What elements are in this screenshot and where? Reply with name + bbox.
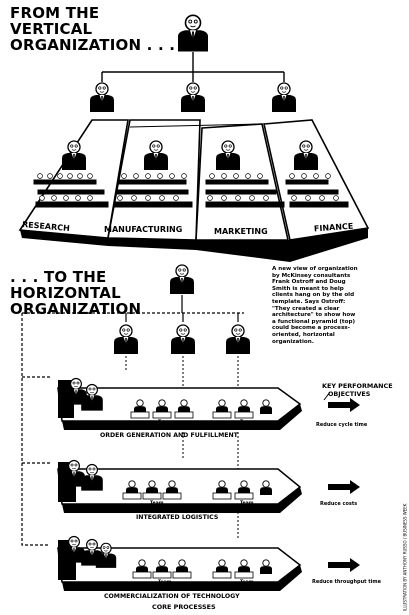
- top-title-line-2: VERTICAL: [10, 20, 93, 38]
- caption-block: A new view of organization by McKinsey c…: [272, 266, 358, 345]
- objective-label: Reduce cycle time: [316, 422, 368, 428]
- caption-line: A new view of organization: [272, 266, 358, 272]
- process-owners-label: Process owners: [76, 422, 117, 427]
- process-name: COMMERCIALIZATION OF TECHNOLOGY: [104, 593, 240, 600]
- objectives-title-line-2: OBJECTIVES: [328, 390, 371, 398]
- caption-line: could become a process-: [272, 325, 350, 332]
- process-owners-label: Process owners: [76, 505, 117, 510]
- top-title-line-3: ORGANIZATION . . .: [10, 36, 176, 54]
- core-processes-footer: CORE PROCESSES: [152, 603, 216, 611]
- dept-label-marketing: MARKETING: [214, 227, 268, 236]
- caption-line: organization.: [272, 338, 314, 345]
- team-label: Team: [240, 580, 254, 585]
- caption-line: a functional pyramid (top): [272, 318, 356, 325]
- team-label: Team: [158, 420, 172, 425]
- objective-label: Reduce costs: [320, 501, 358, 507]
- caption-line: Smith is meant to help: [272, 285, 344, 292]
- team-label: Team: [240, 420, 254, 425]
- objective-label: Reduce throughput time: [312, 579, 381, 585]
- caption-line: by McKinsey consultants: [272, 272, 351, 279]
- dept-label-manufacturing: MANUFACTURING: [104, 225, 183, 234]
- caption-line: clients hang on by the old: [272, 292, 355, 299]
- process-owners-label: Process owners: [72, 583, 113, 588]
- team-label: Team: [240, 501, 254, 506]
- team-label: Team: [150, 501, 164, 506]
- process-name: INTEGRATED LOGISTICS: [136, 514, 219, 521]
- caption-line: architecture" to show how: [272, 312, 356, 319]
- caption-line: "They created a clear: [272, 305, 340, 312]
- team-label: Team: [158, 580, 172, 585]
- top-title-line-1: FROM THE: [10, 4, 100, 22]
- caption-line: oriented, horizontal: [272, 331, 335, 338]
- bottom-title-line-3: ORGANIZATION: [10, 300, 142, 318]
- process-name: ORDER GENERATION AND FULFILLMENT: [100, 432, 238, 439]
- bottom-title-line-2: HORIZONTAL: [10, 284, 121, 302]
- caption-line: template. Says Ostroff:: [272, 298, 346, 305]
- illustration-credit: ILLUSTRATION BY ANTHONY RUSSO / BUSINESS…: [402, 503, 407, 611]
- bottom-title-line-1: . . . TO THE: [10, 268, 107, 286]
- objectives-title-line-1: KEY PERFORMANCE: [322, 382, 393, 390]
- caption-line: Frank Ostroff and Doug: [272, 279, 346, 286]
